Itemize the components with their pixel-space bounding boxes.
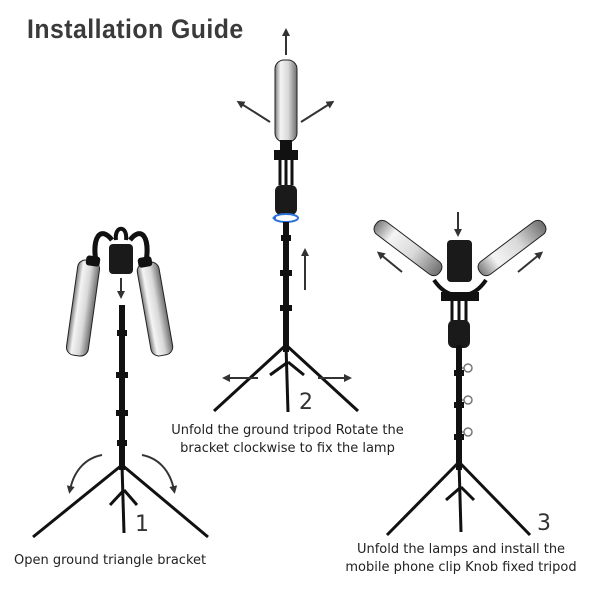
step2-lamp	[274, 59, 298, 150]
step3-knob-icons	[462, 363, 473, 437]
step2-pole	[283, 222, 289, 352]
step2-mount	[274, 150, 298, 160]
step1-pole	[119, 305, 125, 470]
step3-figure	[373, 212, 547, 537]
step3-caption: Unfold the lamps and install the mobile …	[330, 541, 592, 577]
step2-caption-line: bracket clockwise to fix the lamp	[180, 441, 395, 456]
step2-number: 2	[299, 390, 313, 415]
step3-caption-line: mobile phone clip Knob fixed tripod	[345, 560, 577, 575]
step3-tripod-legs	[385, 460, 532, 537]
step1-number: 1	[135, 512, 149, 537]
step2-rotate-indicator	[273, 213, 299, 223]
step2-caption-line: Unfold the ground tripod Rotate the	[171, 423, 404, 438]
page-title: Installation Guide	[27, 14, 244, 44]
step1-figure	[32, 226, 209, 539]
step3-caption-line: Unfold the lamps and install the	[356, 542, 566, 557]
step1-tripod-legs	[32, 463, 209, 539]
step1-lamp-left	[65, 255, 101, 357]
step3-number: 3	[537, 511, 551, 536]
step1-mount	[109, 244, 133, 274]
step1-caption: Open ground triangle bracket	[14, 552, 206, 570]
step3-lamp-right	[477, 219, 547, 277]
step3-phone	[447, 240, 472, 282]
step2-figure	[212, 28, 360, 413]
step1-lamp-right	[136, 256, 174, 357]
step3-lamp-left	[373, 219, 443, 277]
step1-caption-line: Open ground triangle bracket	[14, 553, 207, 568]
step2-caption: Unfold the ground tripod Rotate the brac…	[160, 422, 415, 458]
